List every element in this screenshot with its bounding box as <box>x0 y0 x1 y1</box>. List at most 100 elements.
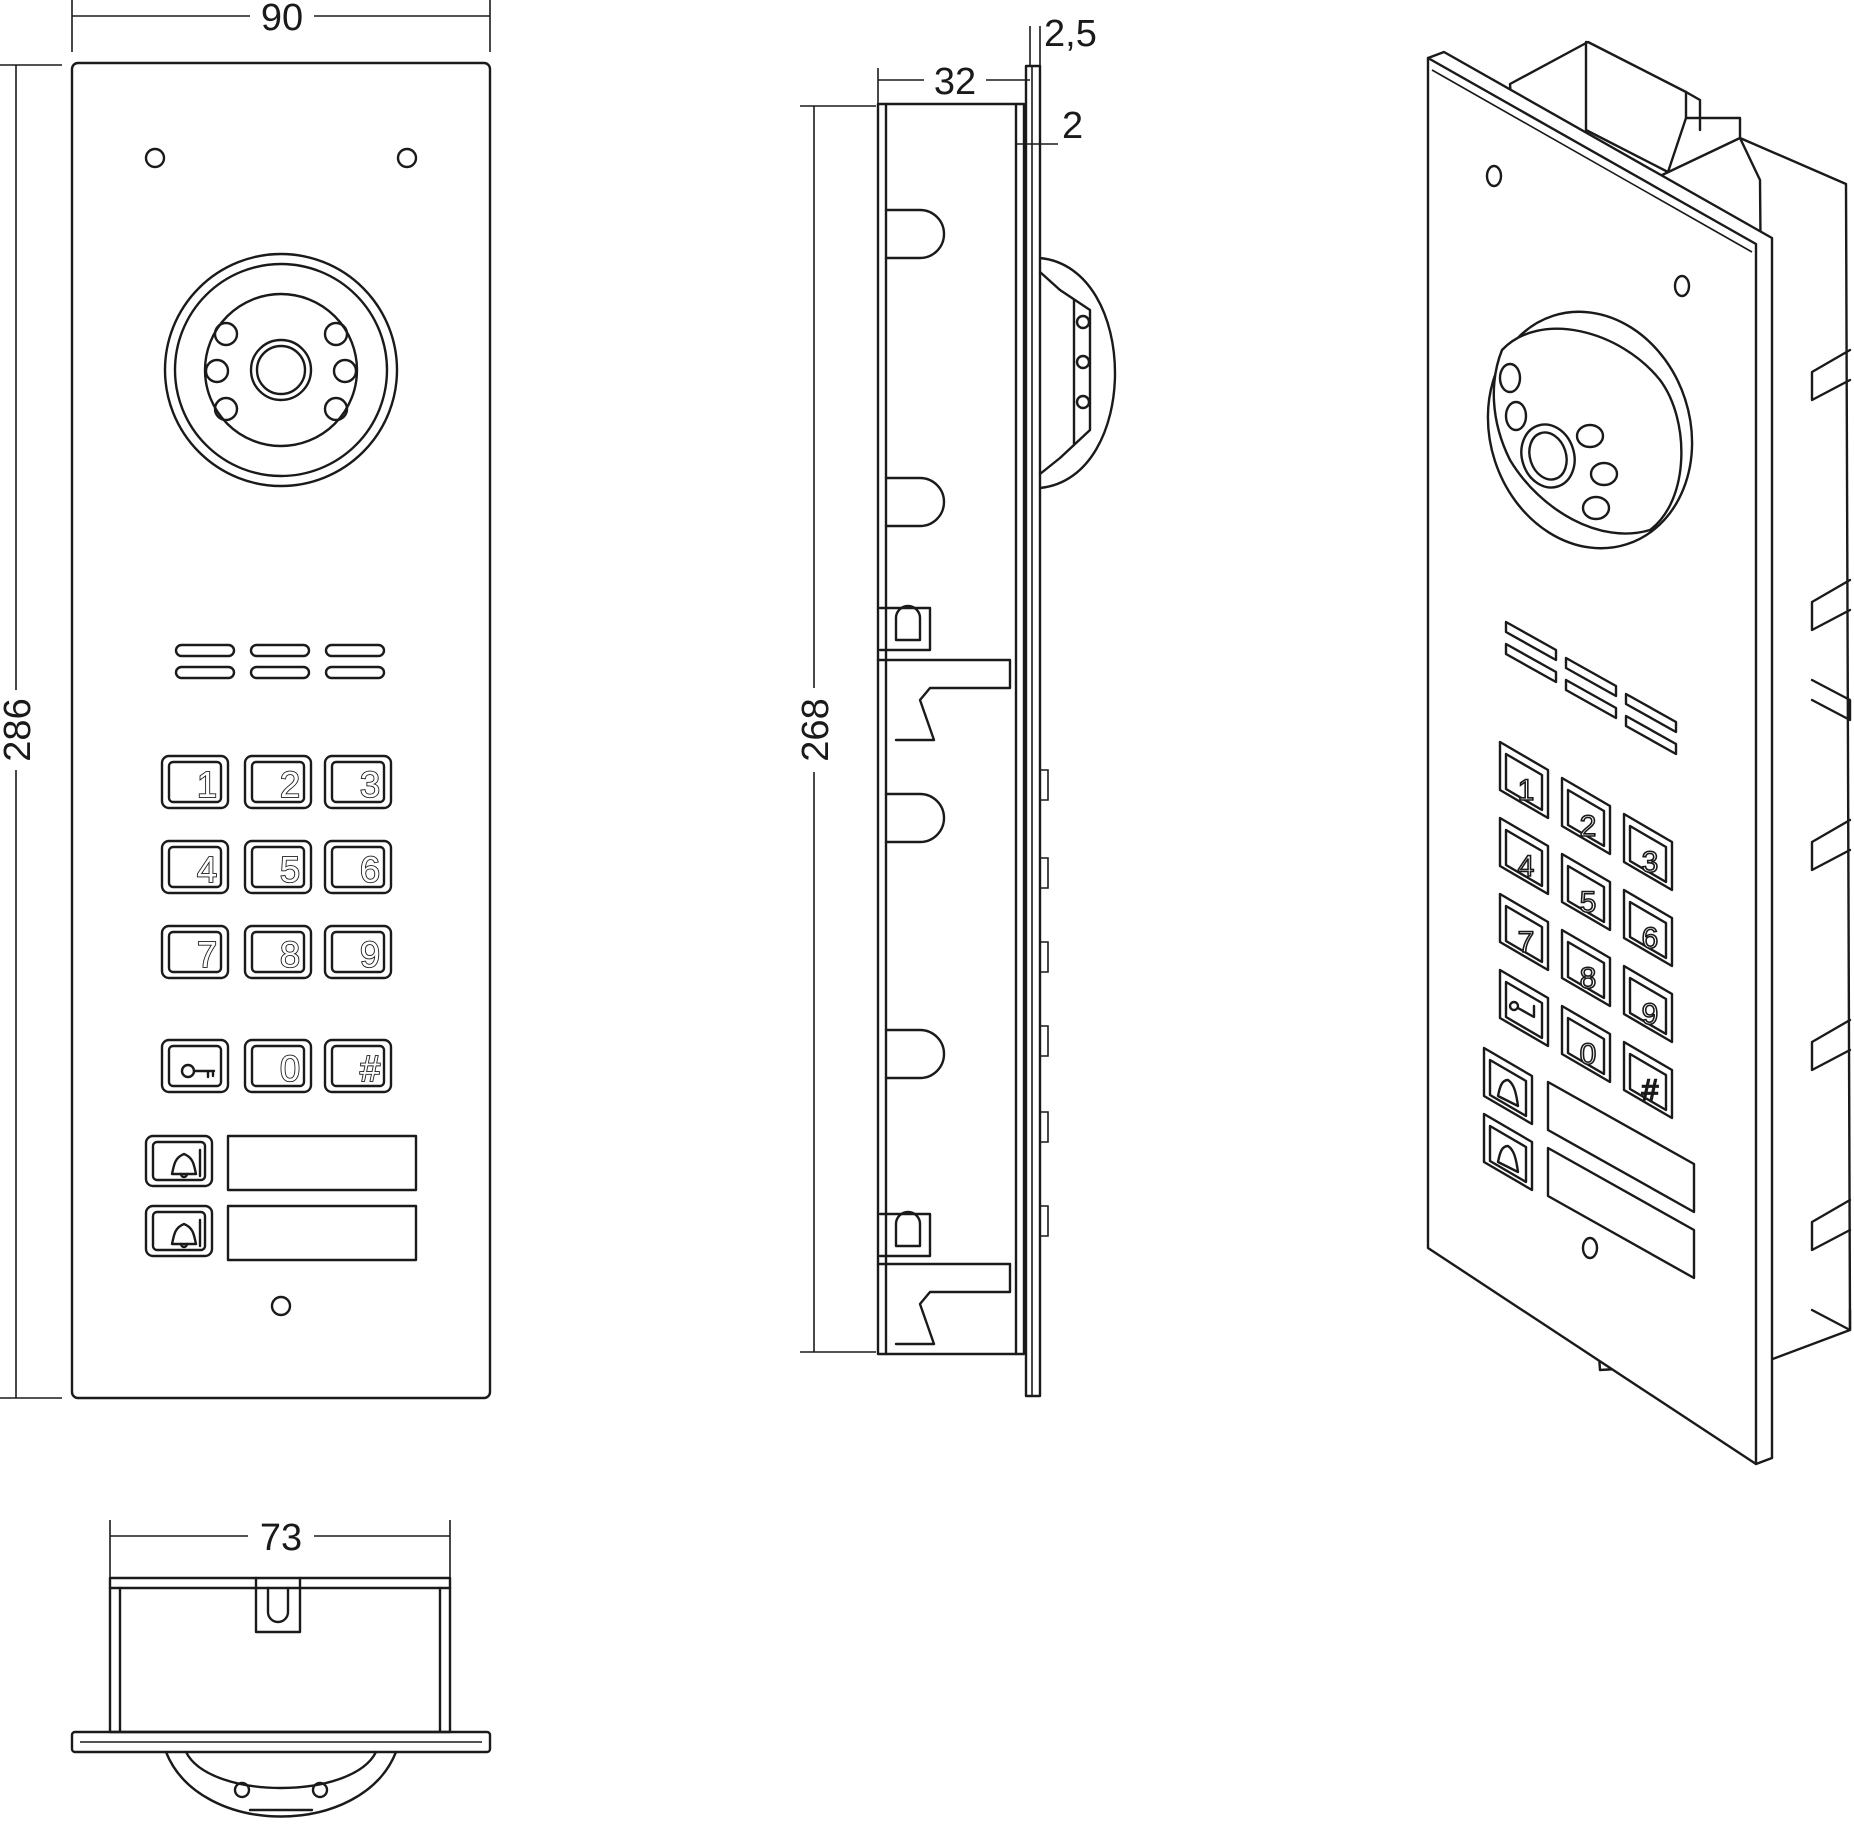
front-height-dimension: 286 <box>0 64 62 1399</box>
key-3[interactable]: 3 <box>323 754 393 810</box>
key-0[interactable]: 0 <box>243 1038 313 1094</box>
key-3-iso[interactable]: 3 <box>1622 812 1674 892</box>
name-plate <box>226 1204 418 1262</box>
call-button[interactable] <box>144 1134 214 1188</box>
ir-led <box>204 358 230 384</box>
key-hash[interactable]: # <box>323 1038 393 1094</box>
key-1-iso[interactable]: 1 <box>1498 740 1550 820</box>
backbox-side <box>876 102 1026 1356</box>
svg-text:4: 4 <box>197 849 217 890</box>
key-8-iso[interactable]: 8 <box>1560 928 1612 1008</box>
ir-led <box>1498 362 1522 394</box>
side-view: 32 2,5 2 268 <box>795 13 1117 1398</box>
ir-led <box>1589 461 1619 487</box>
key-5[interactable]: 5 <box>243 839 313 895</box>
side-depth-label: 32 <box>934 61 976 103</box>
svg-text:0: 0 <box>1580 1038 1597 1071</box>
key-7[interactable]: 7 <box>160 924 230 980</box>
backbox-bottom <box>108 1576 452 1734</box>
speaker-grille-iso <box>1504 620 1678 756</box>
speaker-grille <box>174 643 386 680</box>
front-height-label: 286 <box>0 698 39 761</box>
bottom-width-dimension: 73 <box>109 1517 451 1578</box>
mounting-hole <box>1485 164 1503 188</box>
camera-module-iso <box>1486 310 1694 550</box>
ir-led <box>323 321 349 347</box>
bell-icon <box>1496 1078 1520 1108</box>
svg-text:4: 4 <box>1518 850 1535 883</box>
key-8[interactable]: 8 <box>243 924 313 980</box>
front-plate-bottom <box>70 1730 492 1754</box>
key-1[interactable]: 1 <box>160 754 230 810</box>
side-height-dimension: 268 <box>795 105 876 1353</box>
svg-text:7: 7 <box>1518 926 1535 959</box>
ir-led <box>1581 495 1611 521</box>
key-0-iso[interactable]: 0 <box>1560 1004 1612 1084</box>
svg-text:1: 1 <box>197 764 217 805</box>
key-6-iso[interactable]: 6 <box>1622 888 1674 968</box>
key-hash-iso[interactable]: # <box>1622 1040 1674 1120</box>
isometric-view: 1 2 3 4 5 6 7 8 9 0 # <box>1426 40 1852 1466</box>
side-frame-thickness-dimension: 2,5 <box>1029 13 1097 66</box>
ir-led <box>213 396 239 422</box>
key-5-iso[interactable]: 5 <box>1560 852 1612 932</box>
name-plate-iso <box>1546 1080 1696 1214</box>
svg-text:8: 8 <box>280 934 300 975</box>
svg-text:1: 1 <box>1518 774 1535 807</box>
key-key[interactable] <box>160 1038 230 1094</box>
name-plate <box>226 1134 418 1192</box>
call-button-iso[interactable] <box>1482 1046 1534 1126</box>
svg-text:#: # <box>1642 1074 1659 1107</box>
key-9[interactable]: 9 <box>323 924 393 980</box>
key-4[interactable]: 4 <box>160 839 230 895</box>
ir-led <box>1575 423 1605 449</box>
mounting-hole <box>270 1295 292 1317</box>
bottom-width-label: 73 <box>260 1517 302 1559</box>
side-plate-thickness-label: 2 <box>1062 105 1083 147</box>
svg-text:0: 0 <box>280 1048 300 1089</box>
svg-text:3: 3 <box>360 764 380 805</box>
camera-module <box>163 252 399 488</box>
ir-led <box>332 358 358 384</box>
key-6[interactable]: 6 <box>323 839 393 895</box>
keypad-iso: 1 2 3 4 5 6 7 8 9 0 # <box>1482 740 1696 1280</box>
name-plate-iso <box>1546 1146 1696 1280</box>
svg-text:2: 2 <box>1580 810 1597 843</box>
mounting-hole <box>396 147 418 169</box>
front-width-dimension: 90 <box>71 0 491 52</box>
bell-icon <box>1496 1144 1520 1174</box>
mounting-hole <box>1581 1236 1599 1260</box>
key-icon <box>1508 1000 1536 1019</box>
keypad: 1 2 3 4 5 6 7 <box>160 754 393 1094</box>
call-button-iso[interactable] <box>1482 1112 1534 1192</box>
key-key-iso[interactable] <box>1498 968 1550 1048</box>
svg-text:9: 9 <box>1642 998 1659 1031</box>
key-7-iso[interactable]: 7 <box>1498 892 1550 972</box>
camera-dome-bottom <box>164 1750 398 1818</box>
ir-led <box>1504 400 1528 432</box>
svg-text:3: 3 <box>1642 846 1659 879</box>
svg-text:9: 9 <box>360 934 380 975</box>
key-2[interactable]: 2 <box>243 754 313 810</box>
mounting-hole <box>1673 274 1691 298</box>
call-button[interactable] <box>144 1204 214 1258</box>
side-depth-dimension: 32 <box>877 61 1030 104</box>
camera-lens <box>1520 423 1576 489</box>
camera-lens <box>249 338 313 402</box>
camera-dome-side <box>1038 256 1117 490</box>
bell-icon <box>170 1148 202 1179</box>
key-9-iso[interactable]: 9 <box>1622 964 1674 1044</box>
svg-text:#: # <box>360 1048 380 1089</box>
key-4-iso[interactable]: 4 <box>1498 816 1550 896</box>
ir-led <box>323 396 349 422</box>
bell-icon <box>170 1218 202 1249</box>
front-plate-iso <box>1426 56 1758 1466</box>
key-2-iso[interactable]: 2 <box>1560 776 1612 856</box>
svg-text:5: 5 <box>1580 886 1597 919</box>
ir-led <box>213 321 239 347</box>
bottom-view: 73 <box>70 1517 492 1818</box>
front-view: 90 286 <box>0 0 492 1400</box>
side-height-label: 268 <box>795 698 837 761</box>
svg-text:7: 7 <box>197 934 217 975</box>
